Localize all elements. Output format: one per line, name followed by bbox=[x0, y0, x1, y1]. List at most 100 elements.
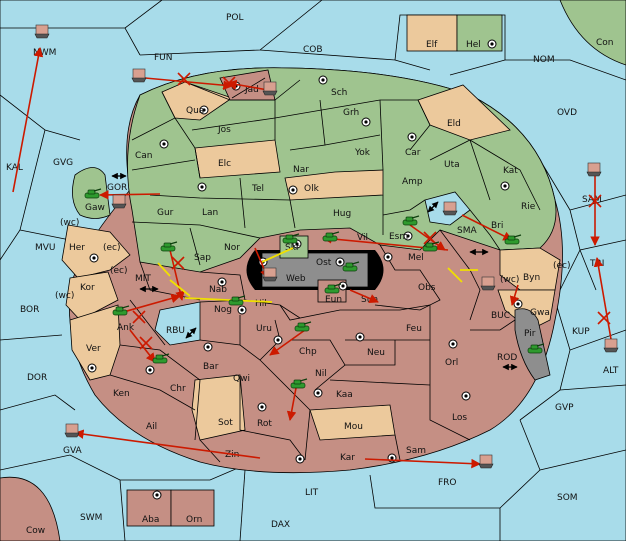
label-cow: Cow bbox=[26, 526, 45, 536]
label-ken: Ken bbox=[113, 389, 130, 399]
province-orn[interactable] bbox=[170, 489, 215, 527]
supply-center-icon bbox=[257, 402, 267, 412]
cross-icon bbox=[139, 336, 153, 350]
supply-center-icon bbox=[407, 132, 417, 142]
label-gaw: Gaw bbox=[85, 203, 105, 213]
ship-icon bbox=[131, 68, 147, 83]
label-wc-gaw: (wc) bbox=[60, 218, 79, 228]
label-som: SOM bbox=[557, 493, 578, 503]
label-ovd: OVD bbox=[557, 108, 577, 118]
supply-center-icon bbox=[145, 365, 155, 375]
supply-center-icon bbox=[383, 252, 393, 262]
label-aba: Aba bbox=[142, 515, 159, 525]
label-olk: Olk bbox=[304, 184, 320, 194]
province-elf[interactable] bbox=[406, 14, 458, 52]
double-arrow-icon bbox=[185, 327, 197, 339]
label-hil: Hil bbox=[255, 299, 267, 309]
label-mel: Mel bbox=[408, 253, 424, 263]
supply-center-icon bbox=[152, 490, 162, 500]
label-grh: Grh bbox=[343, 108, 359, 118]
ship-icon bbox=[262, 267, 278, 282]
ship-icon bbox=[64, 423, 80, 438]
support-orders bbox=[157, 247, 478, 303]
label-rot: Rot bbox=[257, 419, 272, 429]
label-kup: KUP bbox=[572, 327, 590, 337]
label-lit: LIT bbox=[305, 488, 319, 498]
supply-center-icon bbox=[318, 75, 328, 85]
label-cob: COB bbox=[303, 45, 323, 55]
ship-icon bbox=[603, 338, 619, 353]
label-tel: Tel bbox=[251, 184, 264, 194]
label-mit: MIT bbox=[135, 274, 151, 284]
label-nil: Nil bbox=[315, 369, 327, 379]
label-nwm: NWM bbox=[33, 48, 56, 58]
label-ver: Ver bbox=[86, 344, 101, 354]
move-orders bbox=[12, 47, 613, 469]
label-qua: Qua bbox=[186, 106, 204, 116]
double-arrow-icon bbox=[427, 201, 439, 213]
label-sot: Sot bbox=[218, 418, 233, 428]
label-gvg: GVG bbox=[53, 158, 73, 168]
label-mou: Mou bbox=[344, 422, 363, 432]
label-uta: Uta bbox=[444, 160, 460, 170]
label-orl: Orl bbox=[445, 358, 458, 368]
label-web: Web bbox=[286, 274, 306, 284]
supply-center-icon bbox=[313, 388, 323, 398]
ship-icon bbox=[586, 162, 602, 177]
label-bor: BOR bbox=[20, 305, 39, 315]
label-wc-kor: (wc) bbox=[55, 291, 74, 301]
label-ec-byn: (ec) bbox=[553, 261, 571, 271]
label-alt: ALT bbox=[603, 366, 619, 376]
province-her[interactable] bbox=[61, 224, 131, 279]
label-con: Con bbox=[596, 38, 614, 48]
label-hel: Hel bbox=[466, 40, 481, 50]
label-chp: Chp bbox=[299, 347, 317, 357]
label-ank: Ank bbox=[117, 323, 135, 333]
failed-orders bbox=[132, 72, 611, 350]
label-nom: NOM bbox=[533, 55, 555, 65]
label-ec-her: (ec) bbox=[103, 243, 121, 253]
cross-icon bbox=[597, 311, 611, 325]
label-jos: Jos bbox=[217, 125, 231, 135]
label-eld: Eld bbox=[447, 119, 461, 129]
label-sch: Sch bbox=[331, 88, 347, 98]
supply-center-icon bbox=[403, 231, 413, 241]
label-kal: KAL bbox=[6, 163, 23, 173]
supply-center-icon bbox=[500, 181, 510, 191]
label-fun: FUN bbox=[154, 53, 173, 63]
supply-center-icon bbox=[87, 363, 97, 373]
label-pir: Pir bbox=[524, 329, 536, 339]
label-yok: Yok bbox=[354, 148, 371, 158]
label-amp: Amp bbox=[402, 177, 423, 187]
label-hug: Hug bbox=[333, 209, 351, 219]
label-fro: FRO bbox=[438, 478, 457, 488]
supply-center-icon bbox=[487, 39, 497, 49]
label-gvp: GVP bbox=[555, 403, 574, 413]
province-sot[interactable] bbox=[191, 374, 246, 441]
province-olk[interactable] bbox=[284, 169, 384, 201]
cross-icon bbox=[588, 194, 602, 208]
label-sap: Sap bbox=[194, 253, 211, 263]
label-rod: ROD bbox=[497, 353, 517, 363]
province-kor[interactable] bbox=[65, 271, 119, 321]
label-nar: Nar bbox=[293, 165, 309, 175]
label-ost: Ost bbox=[316, 258, 332, 268]
label-uru: Uru bbox=[256, 324, 272, 334]
label-ec-kor: (ec) bbox=[110, 266, 128, 276]
label-rie: Rie bbox=[521, 202, 536, 212]
province-pir[interactable] bbox=[514, 308, 551, 381]
label-byn: Byn bbox=[523, 273, 540, 283]
ship-icon bbox=[478, 454, 494, 469]
label-dor: DOR bbox=[27, 373, 47, 383]
label-gwa: Gwa bbox=[530, 308, 550, 318]
label-obs: Obs bbox=[418, 283, 436, 293]
label-gor: GOR bbox=[107, 183, 127, 193]
label-bri: Bri bbox=[491, 221, 503, 231]
label-elf: Elf bbox=[426, 40, 438, 50]
province-labels: POL FUN COB NOM Con Elf Hel NWM KAL GVG … bbox=[6, 13, 619, 536]
label-lan: Lan bbox=[202, 208, 218, 218]
label-chr: Chr bbox=[170, 384, 186, 394]
label-wc-byn: (wc) bbox=[500, 275, 519, 285]
